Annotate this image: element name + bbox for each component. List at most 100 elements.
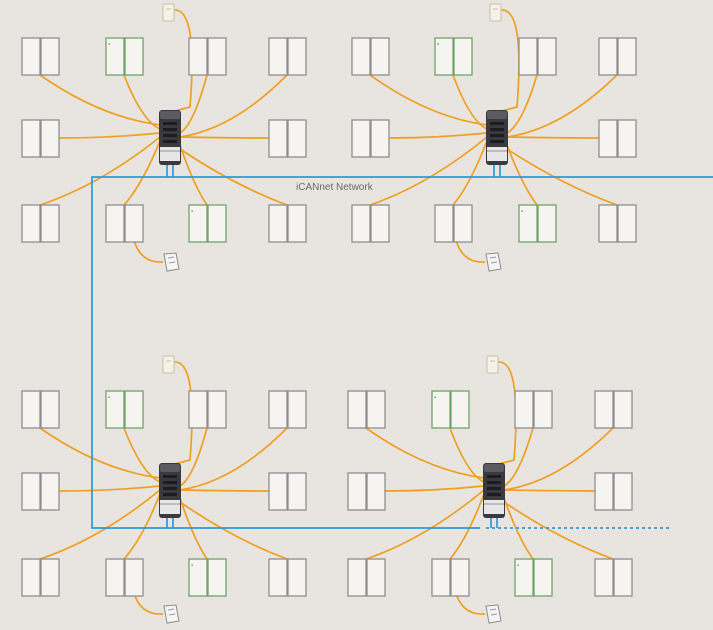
network-hub-icon-bottom-right — [485, 604, 502, 624]
door-bottom-left-bottom-0[interactable] — [21, 558, 60, 597]
door-bottom-left-bottom-2[interactable]: ▪ — [188, 558, 227, 597]
door-top-left-mid-0[interactable] — [21, 119, 60, 158]
cable-top-left-top-2 — [179, 74, 208, 134]
door-top-left-mid-1[interactable] — [268, 119, 307, 158]
door-top-right-bottom-3[interactable] — [598, 204, 637, 243]
door-bottom-right-top-0[interactable] — [347, 390, 386, 429]
emergency-marker-icon: ▪ — [437, 42, 439, 48]
cable-top-left-bottom-1 — [123, 140, 161, 206]
cable-top-left-bottom-2 — [179, 144, 208, 206]
door-bottom-right-top-1[interactable]: ▪ — [431, 390, 470, 429]
door-bottom-left-top-2[interactable] — [188, 390, 227, 429]
door-top-right-top-0[interactable] — [351, 37, 390, 76]
cable-bottom-left-bottom-2 — [179, 497, 208, 560]
emergency-marker-icon: ▪ — [517, 563, 519, 569]
cable-bottom-right-top-0 — [365, 427, 485, 479]
emergency-marker-icon: ▪ — [191, 209, 193, 215]
cable-top-right-bottom-0 — [369, 136, 488, 206]
door-top-right-bottom-1[interactable] — [434, 204, 473, 243]
door-bottom-right-bottom-1[interactable] — [431, 558, 470, 597]
door-top-right-top-2[interactable] — [518, 37, 557, 76]
cable-bottom-right-top-1 — [449, 427, 485, 483]
door-top-right-bottom-0[interactable] — [351, 204, 390, 243]
cable-top-left-bottom-0 — [39, 136, 161, 206]
door-top-right-top-3[interactable] — [598, 37, 637, 76]
cable-bottom-right-top-2 — [503, 427, 534, 487]
access-controller-bottom-left[interactable] — [159, 463, 181, 518]
cable-top-right-psu — [500, 9, 520, 112]
door-top-left-top-3[interactable] — [268, 37, 307, 76]
cable-bottom-left-bottom-1 — [123, 493, 161, 560]
door-bottom-right-top-3[interactable] — [594, 390, 633, 429]
network-hub-icon-top-right — [485, 252, 502, 272]
network-hub-icon-bottom-left — [163, 604, 180, 624]
door-bottom-right-bottom-0[interactable] — [347, 558, 386, 597]
door-top-left-bottom-1[interactable] — [105, 204, 144, 243]
door-bottom-left-top-0[interactable] — [21, 390, 60, 429]
cable-top-right-top-3 — [506, 74, 618, 138]
cable-top-left-top-1 — [123, 74, 161, 130]
icannet-network-lines: iCANnet Network — [91, 165, 713, 529]
cable-bottom-right-bottom-0 — [365, 489, 485, 560]
emergency-marker-icon: ▪ — [108, 42, 110, 48]
access-controller-top-left[interactable] — [159, 110, 181, 165]
cable-top-right-bottom-1 — [452, 140, 488, 206]
cable-top-right-bottom-2 — [506, 144, 538, 206]
door-bottom-left-bottom-3[interactable] — [268, 558, 307, 597]
cable-bottom-left-bottom-3 — [179, 501, 288, 560]
door-bottom-right-bottom-3[interactable] — [594, 558, 633, 597]
cable-top-left-mid-1 — [179, 136, 270, 139]
door-bottom-left-bottom-1[interactable] — [105, 558, 144, 597]
cable-bottom-left-bottom-0 — [39, 489, 161, 560]
cable-bottom-left-mid-0 — [58, 485, 161, 492]
power-supply-icon-bottom-right — [486, 355, 499, 374]
door-top-right-bottom-2[interactable]: ▪ — [518, 204, 557, 243]
network-line-main — [91, 176, 713, 529]
devices: ▪ ▪ ▪ ▪ ▪ ▪ ▪ ▪ — [21, 3, 637, 624]
door-top-left-bottom-2[interactable]: ▪ — [188, 204, 227, 243]
door-top-left-bottom-3[interactable] — [268, 204, 307, 243]
cable-top-left-mid-0 — [58, 132, 161, 139]
door-top-right-mid-0[interactable] — [351, 119, 390, 158]
door-bottom-left-mid-0[interactable] — [21, 472, 60, 511]
power-supply-icon-top-left — [162, 3, 175, 22]
door-top-right-top-1[interactable]: ▪ — [434, 37, 473, 76]
cable-bottom-right-bottom-2 — [503, 497, 534, 560]
power-supply-icon-bottom-left — [162, 355, 175, 374]
door-top-left-top-1[interactable]: ▪ — [105, 37, 144, 76]
cable-bottom-right-mid-0 — [384, 485, 485, 492]
cable-top-right-top-2 — [506, 74, 538, 134]
cable-bottom-left-top-2 — [179, 427, 208, 487]
emergency-marker-icon: ▪ — [434, 395, 436, 401]
cable-bottom-left-top-3 — [179, 427, 288, 491]
door-bottom-right-mid-1[interactable] — [594, 472, 633, 511]
emergency-marker-icon: ▪ — [521, 209, 523, 215]
door-bottom-right-bottom-2[interactable]: ▪ — [514, 558, 553, 597]
access-controller-bottom-right[interactable] — [483, 463, 505, 518]
cable-bottom-right-top-3 — [503, 427, 614, 491]
access-controller-top-right[interactable] — [486, 110, 508, 165]
door-top-left-bottom-0[interactable] — [21, 204, 60, 243]
door-top-right-mid-1[interactable] — [598, 119, 637, 158]
cable-bottom-right-mid-1 — [503, 489, 596, 492]
door-bottom-right-top-2[interactable] — [514, 390, 553, 429]
cable-bottom-right-psu — [497, 361, 517, 465]
door-bottom-left-top-1[interactable]: ▪ — [105, 390, 144, 429]
cable-bottom-right-bottom-3 — [503, 501, 614, 560]
door-top-left-top-0[interactable] — [21, 37, 60, 76]
door-bottom-left-top-3[interactable] — [268, 390, 307, 429]
cable-top-right-mid-0 — [388, 132, 488, 139]
cable-top-right-bottom-3 — [506, 148, 618, 206]
cable-bottom-left-top-0 — [39, 427, 161, 479]
emergency-marker-icon: ▪ — [108, 395, 110, 401]
network-label: iCANnet Network — [296, 182, 374, 193]
door-bottom-right-mid-0[interactable] — [347, 472, 386, 511]
cable-top-right-top-1 — [452, 74, 488, 130]
power-supply-icon-top-right — [489, 3, 502, 22]
door-top-left-top-2[interactable] — [188, 37, 227, 76]
cable-bottom-left-psu — [173, 361, 193, 465]
emergency-marker-icon: ▪ — [191, 563, 193, 569]
door-bottom-left-mid-1[interactable] — [268, 472, 307, 511]
cable-bottom-left-top-1 — [123, 427, 161, 483]
